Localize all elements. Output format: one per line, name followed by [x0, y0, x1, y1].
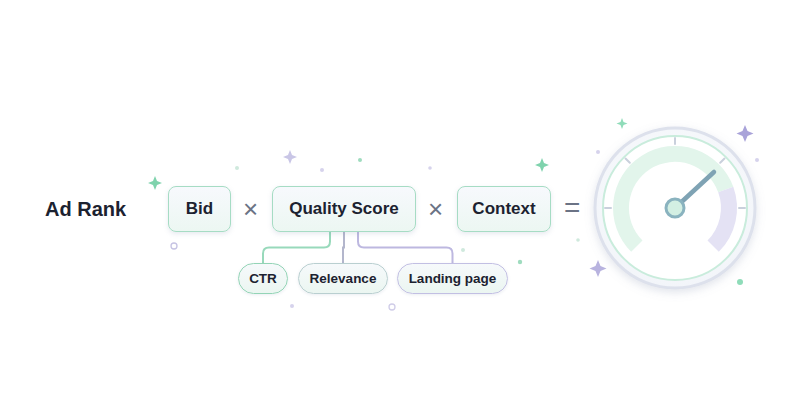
- factor-box: Context: [457, 186, 551, 232]
- dot: [576, 238, 580, 242]
- node-text: Quality Score: [289, 199, 399, 219]
- gauge-face: [603, 136, 747, 280]
- sparkle: [283, 150, 297, 164]
- operator-symbol: =: [564, 192, 580, 224]
- component-pill: Landing page: [397, 263, 508, 294]
- dot: [171, 243, 177, 249]
- factor-box: Quality Score: [272, 186, 416, 232]
- gauge-rim: [595, 128, 755, 288]
- sparkle: [148, 176, 162, 190]
- component-pill: Relevance: [298, 263, 388, 294]
- branch-connector: [343, 232, 344, 263]
- dot: [389, 304, 395, 310]
- node-text: Context: [472, 199, 535, 219]
- sparkle: [590, 260, 607, 277]
- branch-connector: [358, 232, 453, 263]
- node-text: CTR: [249, 271, 277, 286]
- dot: [461, 248, 465, 252]
- gauge-hub: [666, 199, 684, 217]
- component-pill: CTR: [238, 263, 288, 294]
- dot: [518, 260, 522, 264]
- dot: [596, 150, 600, 154]
- equation-title: Ad Rank: [45, 198, 126, 221]
- sparkle: [535, 158, 549, 172]
- gauge-illustration: [595, 128, 755, 288]
- factor-box: Bid: [168, 186, 231, 232]
- dot: [737, 279, 743, 285]
- dot: [320, 168, 324, 172]
- dot: [290, 304, 294, 308]
- node-text: Landing page: [409, 271, 497, 286]
- operator-symbol: ×: [243, 194, 258, 225]
- branch-connector: [263, 232, 330, 263]
- dot: [358, 158, 362, 162]
- operator-symbol: ×: [428, 194, 443, 225]
- dot: [428, 166, 432, 170]
- dot: [755, 158, 759, 162]
- gauge-arc-lavender: [708, 187, 738, 252]
- node-text: Bid: [186, 199, 213, 219]
- sparkle: [617, 118, 628, 129]
- dot: [235, 166, 239, 170]
- node-text: Relevance: [310, 271, 377, 286]
- sparkle: [737, 125, 754, 142]
